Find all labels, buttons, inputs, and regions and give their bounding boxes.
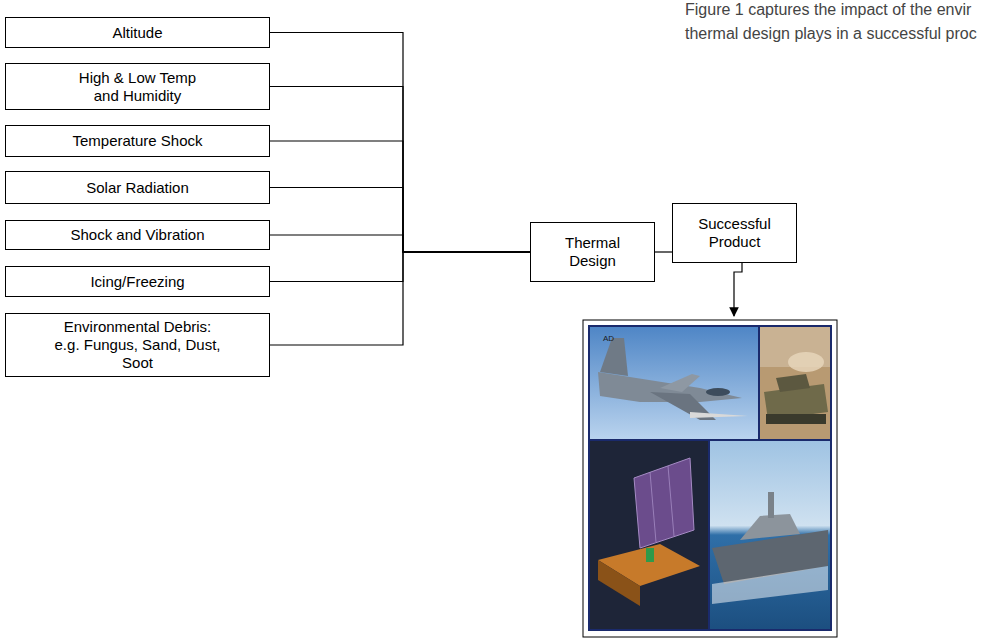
tank-symbol xyxy=(760,327,830,424)
ship-photo xyxy=(710,441,830,629)
design-box: Thermal Design xyxy=(530,222,655,282)
environment-box: Solar Radiation xyxy=(5,171,270,204)
box-label: Solar Radiation xyxy=(86,179,189,197)
box-label: Icing/Freezing xyxy=(90,273,184,291)
satellite-image xyxy=(590,441,708,629)
picture-frame xyxy=(583,320,837,637)
body-text: Figure 1 captures the impact of the envi… xyxy=(685,1,971,19)
connector-line xyxy=(655,251,672,252)
environment-box: Temperature Shock xyxy=(5,125,270,157)
environment-box: Icing/Freezing xyxy=(5,266,270,297)
box-label: Environmental Debris: e.g. Fungus, Sand,… xyxy=(50,318,225,372)
tank-photo xyxy=(760,327,830,439)
connector-line xyxy=(270,87,530,253)
connector-line xyxy=(270,141,530,252)
box-label: High & Low Temp and Humidity xyxy=(73,69,203,105)
connector-line xyxy=(270,33,530,253)
box-label: Thermal Design xyxy=(553,234,633,270)
connector-line xyxy=(270,235,530,252)
satellite-symbol xyxy=(598,458,700,606)
environment-box: Environmental Debris: e.g. Fungus, Sand,… xyxy=(5,313,270,377)
box-label: Temperature Shock xyxy=(72,132,202,150)
tail-marking: AD xyxy=(603,334,614,343)
connector-line xyxy=(270,252,530,345)
box-label: Altitude xyxy=(112,24,162,42)
picture-border xyxy=(588,325,832,631)
jet-symbol xyxy=(598,338,748,420)
jet-photo xyxy=(590,327,758,439)
leader-arrow xyxy=(734,263,742,316)
environment-box: Altitude xyxy=(5,17,270,48)
box-label: Shock and Vibration xyxy=(71,226,205,244)
connector-line xyxy=(270,188,530,253)
body-text: thermal design plays in a successful pro… xyxy=(685,25,977,43)
box-label: Successful Product xyxy=(687,215,782,251)
environment-box: High & Low Temp and Humidity xyxy=(5,63,270,110)
environment-box: Shock and Vibration xyxy=(5,220,270,250)
connector-line xyxy=(270,252,530,282)
ship-symbol xyxy=(712,492,828,604)
result-box: Successful Product xyxy=(672,203,797,263)
